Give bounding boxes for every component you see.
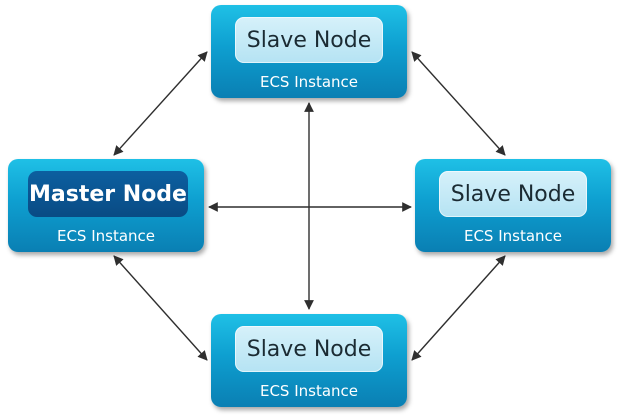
ecs-instance-caption-right: ECS Instance [463,227,563,245]
ecs-instance-caption-left: ECS Instance [56,227,156,245]
arrow-top-slave-to-right-slave [411,51,506,156]
arrow-master-to-bottom-slave [113,255,208,361]
ecs-instance-caption-top: ECS Instance [259,73,359,91]
ecs-instance-left: Master Node ECS Instance [8,159,204,252]
slave-node-top: Slave Node [235,17,383,63]
master-node: Master Node [28,171,188,217]
ecs-instance-right: Slave Node ECS Instance [415,159,611,252]
slave-node-right: Slave Node [439,171,587,217]
arrow-master-to-top-slave [113,51,208,156]
arrow-right-slave-to-bottom-slave [411,255,506,361]
ecs-instance-caption-bottom: ECS Instance [259,382,359,400]
ecs-instance-bottom: Slave Node ECS Instance [211,314,407,407]
slave-node-bottom: Slave Node [235,326,383,372]
ecs-instance-top: Slave Node ECS Instance [211,5,407,98]
